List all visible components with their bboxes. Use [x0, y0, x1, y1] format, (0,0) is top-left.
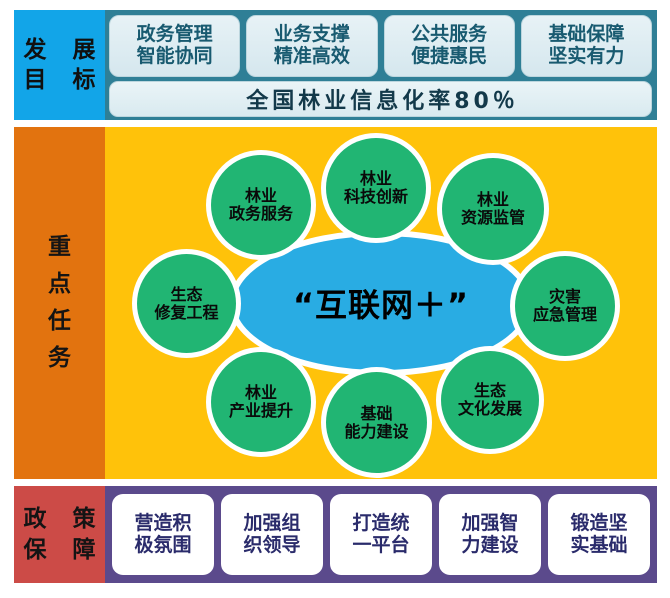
task-node-basic-capability-construction[interactable]: 基础 能力建设 — [326, 372, 427, 473]
goal-box-1-line-2: 智能协同 — [136, 45, 213, 67]
node-6-line-2: 能力建设 — [344, 421, 409, 441]
node-4-line-1: 灾害 — [548, 287, 581, 307]
node-5-line-1: 生态 — [473, 381, 506, 401]
goals-label-line-1: 发 展 — [23, 36, 105, 63]
node-1-line-2: 政务服务 — [228, 204, 293, 223]
goals-label-line-2: 目 标 — [23, 67, 105, 93]
goals-summary-banner: 全国林业信息化率80％ — [109, 81, 652, 117]
section-development-goals: 发 展 目 标 政务管理 智能协同 业务支撑 精准高效 公共服务 便捷惠民 基础… — [14, 10, 657, 120]
policy-box-2-line-2: 织领导 — [243, 533, 301, 556]
policy-box-5-line-2: 实基础 — [570, 533, 628, 556]
node-3-line-1: 林业 — [476, 190, 509, 210]
node-6-line-1: 基础 — [360, 403, 393, 423]
tasks-label-char-1: 重 — [48, 234, 71, 260]
policy-label-line-1: 政 策 — [23, 505, 105, 532]
policy-box-1-line-1: 营造积 — [134, 511, 192, 534]
goal-box-3-line-2: 便捷惠民 — [411, 45, 488, 67]
hub-internet-plus: “互联网＋” — [235, 236, 527, 370]
goal-box-4-line-2: 坚实有力 — [548, 45, 625, 67]
task-node-forestry-technology-innovation[interactable]: 林业 科技创新 — [326, 138, 426, 238]
policy-box-3-line-1: 打造统 — [352, 511, 410, 534]
policy-box-1-line-2: 极氛围 — [134, 533, 192, 556]
hub-label: “互联网＋” — [292, 286, 470, 324]
section-label-policy-guarantee: 政 策 保 障 — [14, 486, 105, 583]
tasks-label-char-2: 点 — [48, 271, 71, 297]
goal-box-2-line-1: 业务支撑 — [273, 23, 350, 46]
task-node-ecological-culture-development[interactable]: 生态 文化发展 — [441, 351, 539, 449]
policy-box-4-line-1: 加强智 — [461, 511, 519, 534]
node-4-line-2: 应急管理 — [532, 305, 597, 324]
node-8-line-1: 生态 — [170, 284, 203, 304]
section-key-tasks: 重 点 任 务 “互联网＋” 林业 政务服务 林业 科技创新 林业 资源监管 — [14, 127, 657, 479]
tasks-label-char-4: 务 — [48, 345, 71, 371]
node-2-line-1: 林业 — [359, 169, 392, 189]
task-node-forestry-resource-supervision[interactable]: 林业 资源监管 — [442, 158, 544, 260]
node-2-line-2: 科技创新 — [343, 187, 408, 206]
task-node-ecological-restoration-project[interactable]: 生态 修复工程 — [137, 254, 236, 353]
section-label-development-goals: 发 展 目 标 — [14, 10, 105, 120]
policy-box-5-line-1: 锻造坚 — [570, 511, 628, 534]
goals-box-row: 政务管理 智能协同 业务支撑 精准高效 公共服务 便捷惠民 基础保障 坚实有力 — [109, 15, 652, 77]
goals-banner-text: 全国林业信息化率80％ — [246, 89, 519, 114]
policy-box-forge-solid-foundation[interactable]: 锻造坚 实基础 — [548, 494, 650, 575]
goal-box-business-support[interactable]: 业务支撑 精准高效 — [246, 15, 378, 77]
policy-box-build-unified-platform[interactable]: 打造统 一平台 — [330, 494, 432, 575]
node-1-line-1: 林业 — [244, 186, 277, 206]
node-7-line-2: 产业提升 — [228, 401, 293, 420]
task-node-forestry-industry-upgrade[interactable]: 林业 产业提升 — [211, 352, 311, 452]
policy-content: 营造积 极氛围 加强组 织领导 打造统 一平台 加强智 力建设 锻造坚 实基础 — [105, 486, 657, 583]
goal-box-4-line-1: 基础保障 — [548, 23, 625, 46]
task-node-disaster-emergency-management[interactable]: 灾害 应急管理 — [515, 256, 615, 356]
node-8-line-2: 修复工程 — [154, 302, 219, 322]
node-7-line-1: 林业 — [244, 383, 277, 403]
policy-box-4-line-2: 力建设 — [461, 533, 519, 556]
policy-box-create-positive-atmosphere[interactable]: 营造积 极氛围 — [112, 494, 214, 575]
policy-label-line-2: 保 障 — [23, 537, 105, 563]
goal-box-government-management[interactable]: 政务管理 智能协同 — [109, 15, 241, 77]
section-label-key-tasks: 重 点 任 务 — [14, 127, 105, 479]
goal-box-1-line-1: 政务管理 — [136, 23, 213, 46]
policy-box-3-line-2: 一平台 — [352, 533, 410, 556]
node-3-line-2: 资源监管 — [460, 208, 525, 227]
policy-box-strengthen-organizational-leadership[interactable]: 加强组 织领导 — [221, 494, 323, 575]
tasks-hub-spoke-diagram: “互联网＋” 林业 政务服务 林业 科技创新 林业 资源监管 灾害 应急管理 — [105, 127, 657, 479]
section-policy-guarantee: 政 策 保 障 营造积 极氛围 加强组 织领导 打造统 一平台 加强智 力建设 … — [14, 486, 657, 583]
tasks-label-char-3: 任 — [48, 308, 71, 334]
policy-box-strengthen-intellectual-capacity[interactable]: 加强智 力建设 — [439, 494, 541, 575]
task-node-forestry-government-service[interactable]: 林业 政务服务 — [211, 155, 311, 255]
policy-box-2-line-1: 加强组 — [243, 511, 301, 534]
goal-box-3-line-1: 公共服务 — [411, 23, 488, 46]
goal-box-2-line-2: 精准高效 — [273, 45, 350, 67]
goals-content: 政务管理 智能协同 业务支撑 精准高效 公共服务 便捷惠民 基础保障 坚实有力 … — [105, 10, 657, 120]
goal-box-public-service[interactable]: 公共服务 便捷惠民 — [383, 15, 515, 77]
goal-box-infrastructure-guarantee[interactable]: 基础保障 坚实有力 — [520, 15, 652, 77]
node-5-line-2: 文化发展 — [457, 399, 522, 418]
